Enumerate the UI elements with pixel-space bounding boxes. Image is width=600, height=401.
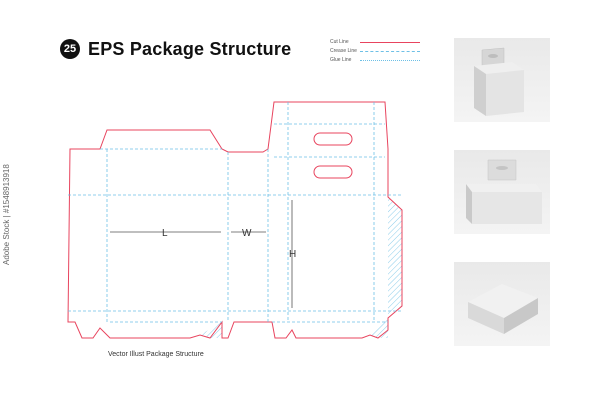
line-legend: Cut Line Crease Line Glue Line (330, 38, 420, 65)
legend-glue: Glue Line (330, 56, 420, 64)
diagram-caption: Vector Illust Package Structure (108, 351, 204, 358)
cut-outline (67, 101, 403, 339)
box-top-view-icon (468, 284, 538, 334)
dimension-lines (110, 200, 293, 308)
hang-tab-box-front-icon (466, 159, 542, 224)
photo-box-front (454, 150, 550, 234)
hang-hole-2 (313, 165, 353, 179)
crease-lines (68, 102, 402, 323)
title-group: 25 EPS Package Structure (60, 36, 291, 62)
legend-crease: Crease Line (330, 47, 420, 55)
glue-flap-bottom-b (370, 318, 388, 338)
hang-tab-box-angle-icon (474, 47, 524, 116)
height-label: H (289, 249, 296, 260)
photo-box-angle (454, 38, 550, 122)
stock-watermark: Adobe Stock | #1548913918 (2, 164, 11, 265)
legend-glue-label: Glue Line (330, 57, 352, 63)
width-label: W (242, 228, 252, 239)
legend-crease-label: Crease Line (330, 48, 357, 54)
dieline-diagram: L W H (67, 101, 403, 339)
legend-cut: Cut Line (330, 38, 420, 46)
page-title: EPS Package Structure (88, 38, 292, 59)
crease-line-swatch (360, 50, 420, 52)
glue-flap-bottom-a (200, 322, 222, 338)
number-badge: 25 (60, 39, 80, 59)
legend-cut-label: Cut Line (330, 39, 349, 45)
glue-line-swatch (360, 59, 420, 61)
length-label: L (162, 228, 168, 239)
cut-line-swatch (360, 41, 420, 43)
photo-box-top (454, 262, 550, 346)
hang-hole-1 (313, 132, 353, 146)
glue-flap-right (388, 197, 402, 318)
